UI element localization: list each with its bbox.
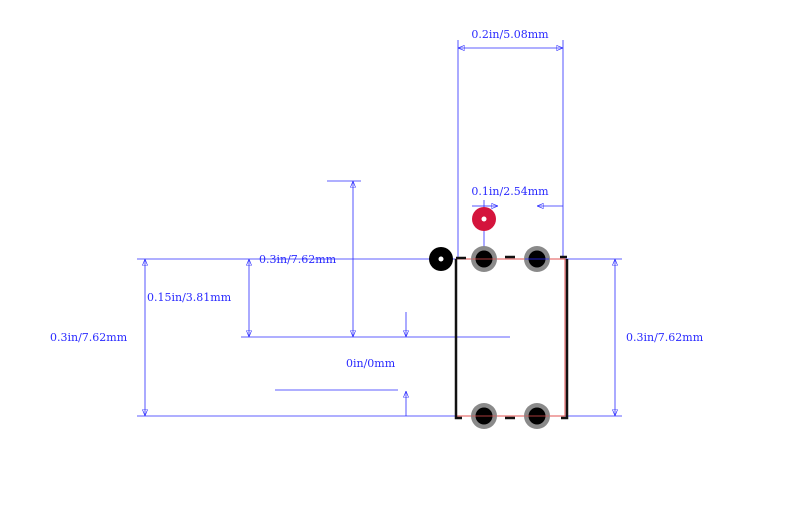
pin1-marker-icon (472, 207, 496, 231)
component-body (454, 255, 569, 420)
pad-2 (524, 246, 550, 272)
inner-height-label: 0.15in/3.81mm (147, 291, 232, 304)
silkscreen-right (561, 259, 569, 420)
silkscreen-outline (454, 255, 569, 420)
body-outline (455, 258, 566, 417)
top-width-label: 0.2in/5.08mm (471, 28, 549, 41)
offset-label: 0in/0mm (346, 357, 396, 370)
silkscreen-left (454, 259, 462, 420)
origin-marker-icon (429, 247, 453, 271)
right-height-label: 0.3in/7.62mm (626, 331, 704, 344)
pad-4 (524, 403, 550, 429)
pad-1 (471, 246, 497, 272)
upper-height-label: 0.3in/7.62mm (259, 253, 337, 266)
pad-3 (471, 403, 497, 429)
pitch-label: 0.1in/2.54mm (471, 185, 549, 198)
left-outer-height-label: 0.3in/7.62mm (50, 331, 128, 344)
pads (471, 246, 550, 429)
